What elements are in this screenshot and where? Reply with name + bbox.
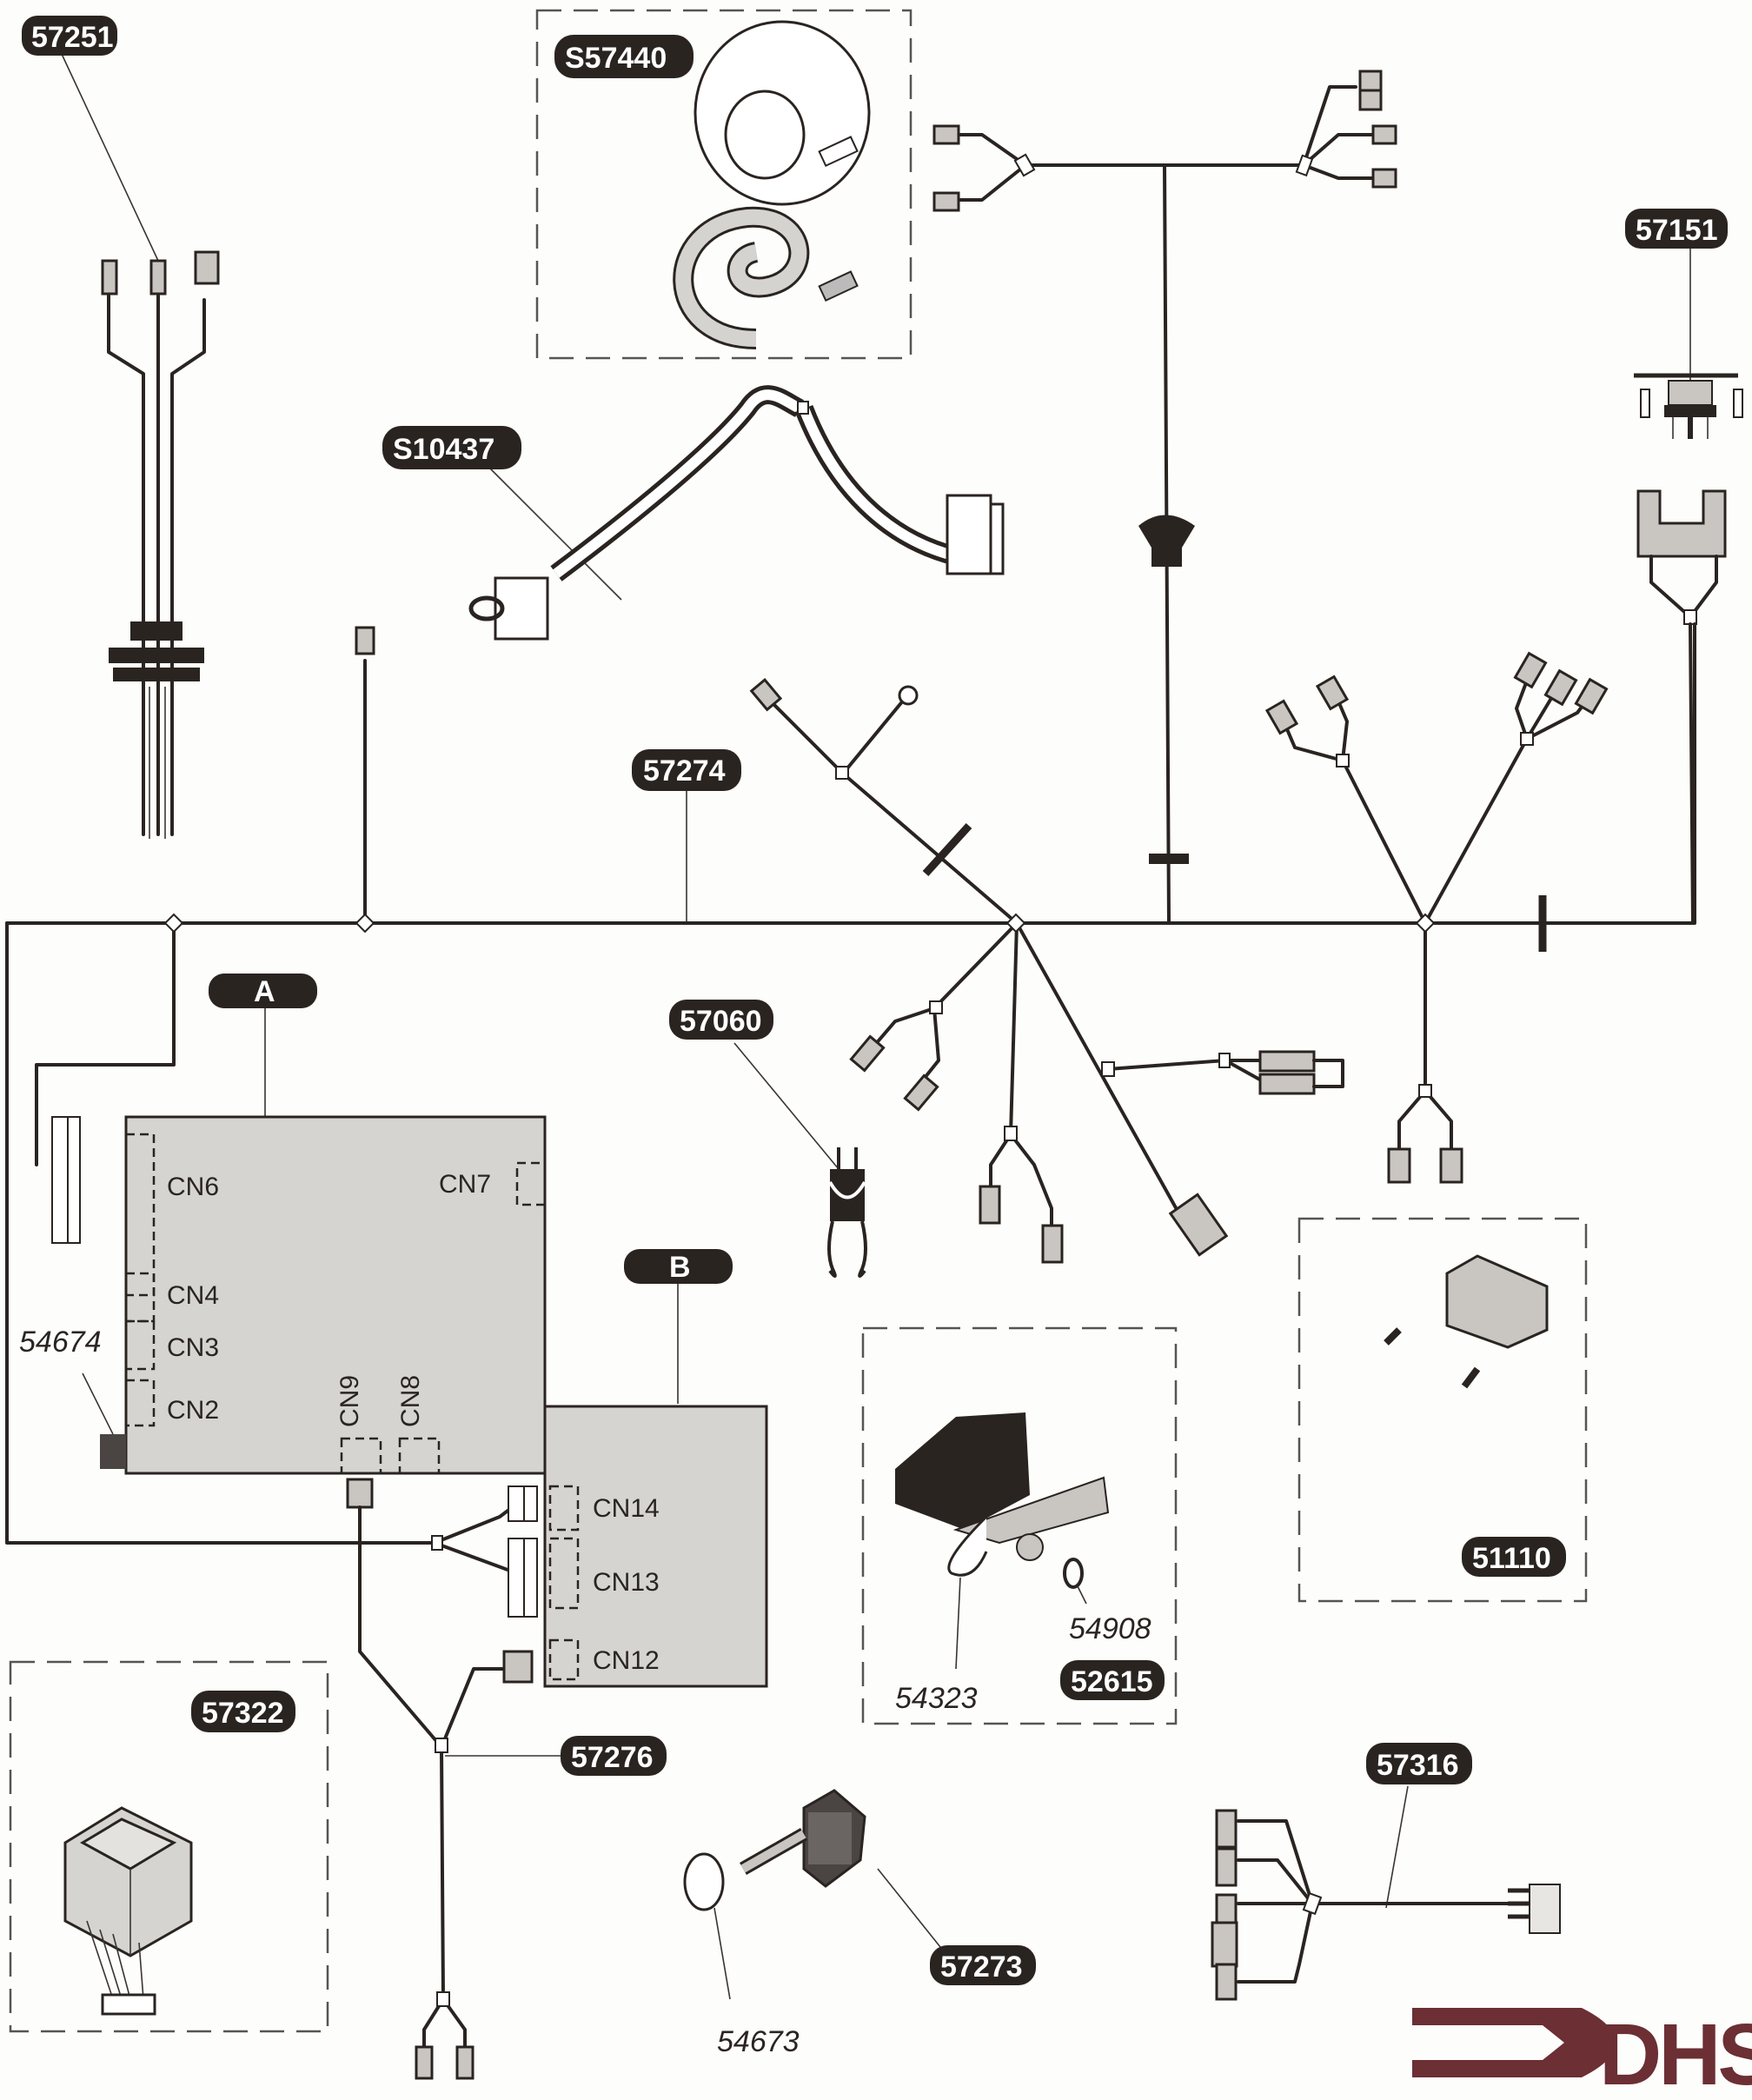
callout-board-a: A [209, 974, 317, 1008]
cn9-label: CN9 [335, 1375, 364, 1427]
svg-text:57322: 57322 [202, 1697, 284, 1730]
callout-s10437: S10437 [382, 426, 521, 469]
cn12-label: CN12 [593, 1646, 660, 1675]
harness-s10437 [468, 385, 1005, 641]
harness-top-right [932, 70, 1397, 925]
svg-text:A: A [254, 975, 275, 1008]
callout-57060: 57060 [669, 1000, 773, 1040]
board-b-connector-labels: CN14 CN13 CN12 [593, 1494, 660, 1675]
pressure-switch-kit-s57440 [535, 9, 912, 360]
door-lock-kit-52615 [861, 1326, 1178, 1725]
transformer-kit-57322 [9, 1660, 329, 2033]
callout-51110: 51110 [1462, 1537, 1566, 1577]
callout-57276: 57276 [561, 1736, 667, 1776]
harness-57251 [60, 51, 220, 839]
sensor-57060 [733, 1042, 867, 1278]
svg-text:57251: 57251 [31, 21, 114, 54]
callout-57322: 57322 [191, 1691, 295, 1732]
cn6-label: CN6 [167, 1173, 219, 1201]
cn14-label: CN14 [593, 1494, 660, 1523]
callout-57273: 57273 [930, 1945, 1036, 1985]
svg-text:57274: 57274 [643, 754, 726, 788]
callout-s57440: S57440 [554, 35, 694, 78]
harness-57316 [1211, 1785, 1561, 2001]
svg-text:57060: 57060 [680, 1005, 762, 1038]
part-label-54323: 54323 [895, 1682, 978, 1715]
selector-switch-57273 [683, 1789, 948, 2000]
svg-text:57273: 57273 [940, 1950, 1023, 1984]
logo-text: DHS [1599, 2006, 1752, 2100]
callout-board-b: B [624, 1249, 733, 1284]
cn2-label: CN2 [167, 1396, 219, 1425]
cn4-label: CN4 [167, 1281, 219, 1310]
part-label-54908: 54908 [1069, 1612, 1151, 1645]
part-label-54674: 54674 [19, 1326, 102, 1359]
callout-57274: 57274 [632, 749, 741, 791]
svg-text:B: B [669, 1251, 691, 1284]
control-board-b [431, 1282, 768, 1688]
cn13-label: CN13 [593, 1568, 660, 1597]
board-a-connector-labels: CN6 CN7 CN4 CN3 CN2 CN9 CN8 [167, 1170, 491, 1427]
svg-text:S57440: S57440 [565, 42, 667, 75]
component-kit-51110 [1297, 1217, 1588, 1603]
callout-57316: 57316 [1366, 1743, 1472, 1784]
svg-text:S10437: S10437 [393, 433, 494, 466]
svg-text:57151: 57151 [1636, 214, 1718, 247]
dhs-logo: DHS [1412, 2006, 1752, 2100]
svg-text:57316: 57316 [1377, 1749, 1459, 1782]
svg-text:57276: 57276 [571, 1741, 654, 1774]
harness-57276 [346, 1478, 565, 2080]
part-label-54673: 54673 [717, 2025, 800, 2058]
svg-text:51110: 51110 [1472, 1542, 1551, 1575]
callout-57251: 57251 [22, 16, 117, 56]
callout-57151: 57151 [1625, 209, 1728, 249]
main-harness-57274 [5, 622, 1696, 1545]
control-board-a [82, 1008, 547, 1475]
callout-52615: 52615 [1060, 1660, 1165, 1700]
cn7-label: CN7 [439, 1170, 491, 1199]
cn8-label: CN8 [396, 1375, 425, 1427]
cn3-label: CN3 [167, 1333, 219, 1362]
svg-text:52615: 52615 [1071, 1665, 1153, 1698]
thermal-fuse-57151 [1634, 248, 1743, 925]
